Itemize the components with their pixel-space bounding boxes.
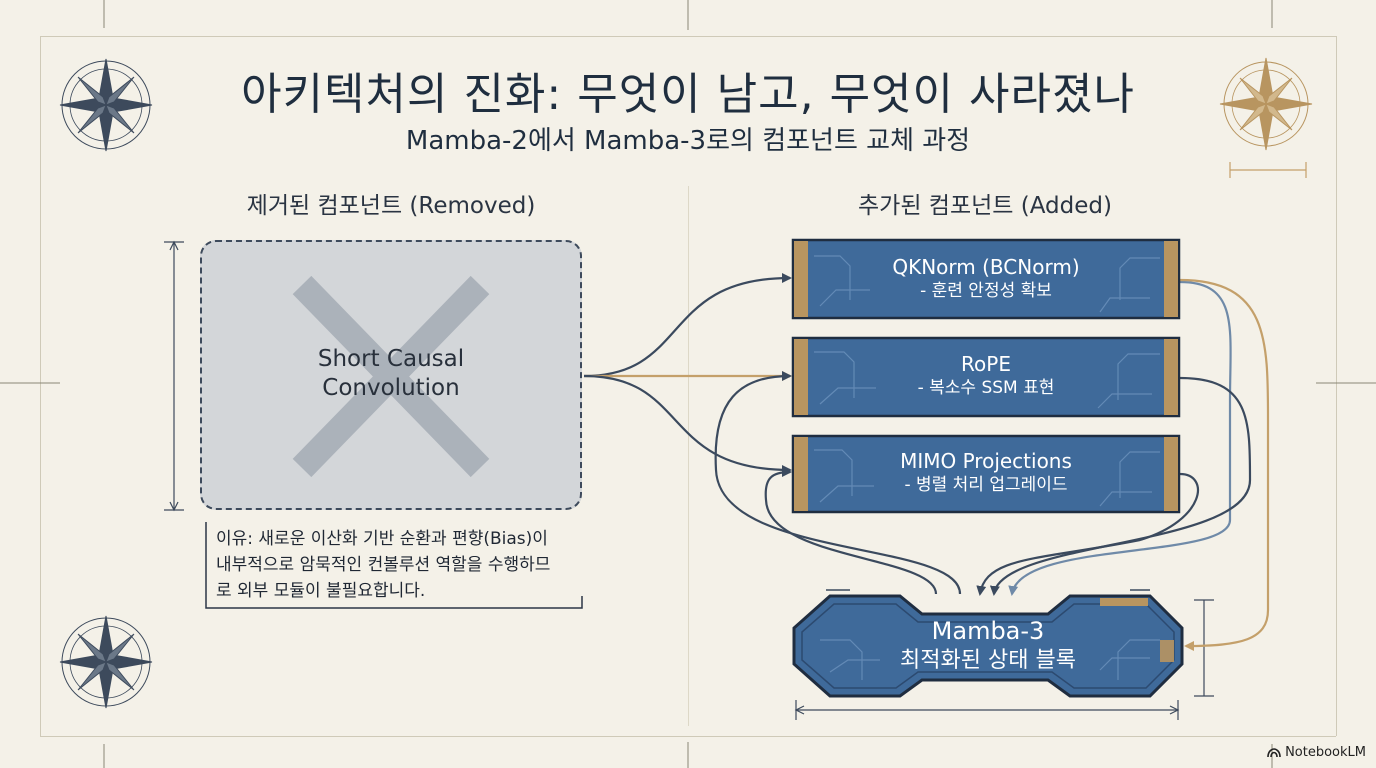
mamba3-block <box>792 589 1184 698</box>
removed-header: 제거된 컴포넌트 (Removed) <box>246 193 536 219</box>
notebooklm-logo-icon <box>1267 747 1281 757</box>
chip-rope <box>791 336 1181 418</box>
frame-left <box>40 36 41 736</box>
removal-reason: 이유: 새로운 이산화 기반 순환과 편향(Bias)이 내부적으로 암묵적인 … <box>202 520 582 608</box>
chip-qknorm <box>791 238 1181 320</box>
brand-name: NotebookLM <box>1285 745 1366 760</box>
reason-line3: 로 외부 모듈이 불필요합니다. <box>216 581 426 601</box>
frame-right <box>1336 36 1337 736</box>
page-subtitle: Mamba-2에서 Mamba-3로의 컴포넌트 교체 과정 <box>405 126 971 156</box>
chip-rope-name: RoPE <box>961 352 1011 376</box>
frame-bottom <box>40 736 1336 737</box>
frame-top <box>40 36 1336 37</box>
center-divider <box>688 186 689 726</box>
chip-rope-text: RoPE - 복소수 SSM 표현 <box>808 351 1164 399</box>
chip-mimo-text: MIMO Projections - 병렬 처리 업그레이드 <box>808 448 1164 496</box>
page-title: 아키텍처의 진화: 무엇이 남고, 무엇이 사라졌나 <box>241 69 1135 120</box>
chip-qknorm-desc: - 훈련 안정성 확보 <box>920 281 1052 301</box>
chip-mimo-desc: - 병렬 처리 업그레이드 <box>904 475 1068 495</box>
reason-line2: 내부적으로 암묵적인 컨볼루션 역할을 수행하므 <box>216 555 551 575</box>
mamba3-title: Mamba-3 <box>931 617 1045 645</box>
compass-bottom-left-icon <box>59 615 153 709</box>
compass-top-right-icon <box>1219 57 1313 151</box>
reason-line1: 이유: 새로운 이산화 기반 순환과 편향(Bias)이 <box>216 529 548 549</box>
mamba3-text: Mamba-3 최적화된 상태 블록 <box>796 616 1180 676</box>
removed-component-line1: Short Causal <box>317 346 465 372</box>
brand-watermark: NotebookLM <box>1267 745 1366 760</box>
chip-mimo-name: MIMO Projections <box>900 449 1072 473</box>
added-header: 추가된 컴포넌트 (Added) <box>858 193 1112 219</box>
chip-rope-desc: - 복소수 SSM 표현 <box>917 378 1055 398</box>
chip-qknorm-text: QKNorm (BCNorm) - 훈련 안정성 확보 <box>808 254 1164 302</box>
compass-top-left-icon <box>59 58 153 152</box>
removed-component-line2: Convolution <box>322 375 460 401</box>
mamba3-subtitle: 최적화된 상태 블록 <box>900 648 1076 673</box>
chip-mimo <box>791 434 1181 514</box>
removed-component-label: Short Causal Convolution <box>200 345 582 403</box>
chip-qknorm-name: QKNorm (BCNorm) <box>892 255 1080 279</box>
